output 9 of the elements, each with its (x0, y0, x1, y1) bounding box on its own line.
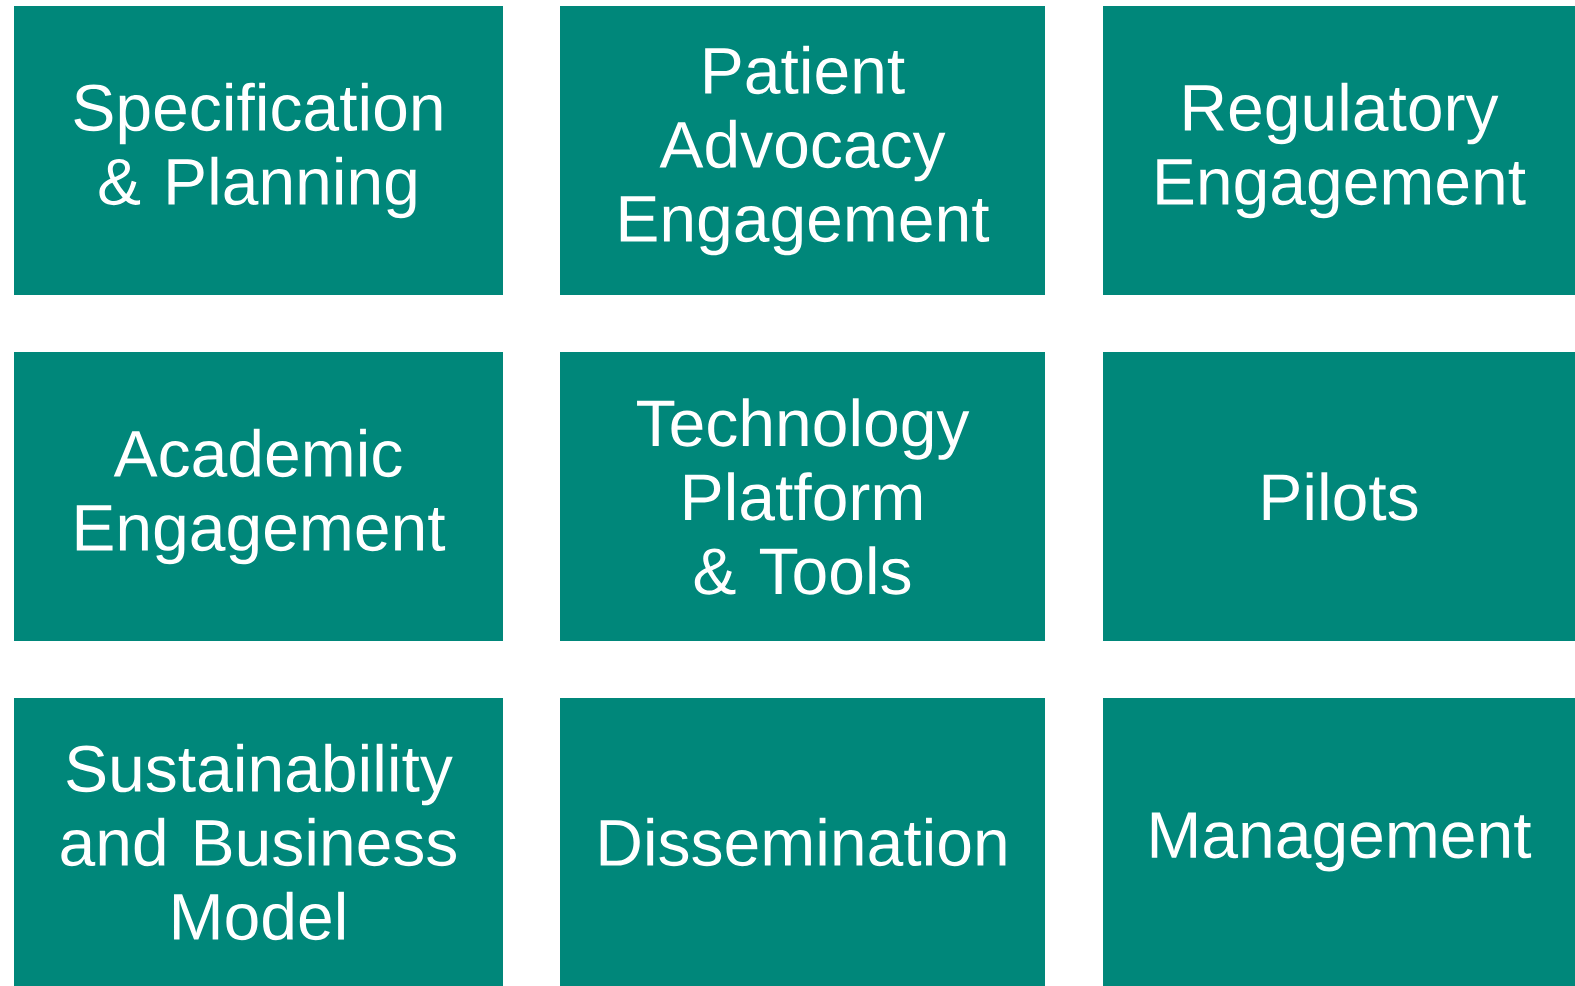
task-box: Dissemination (560, 698, 1045, 986)
task-box: Academic Engagement (14, 352, 503, 641)
task-box: Patient Advocacy Engagement (560, 6, 1045, 295)
task-box: Regulatory Engagement (1103, 6, 1575, 295)
task-box: Technology Platform & Tools (560, 352, 1045, 641)
task-box: Specification & Planning (14, 6, 503, 295)
task-box: Management (1103, 698, 1575, 986)
task-box: Pilots (1103, 352, 1575, 641)
task-box: Sustainability and Business Model (14, 698, 503, 986)
